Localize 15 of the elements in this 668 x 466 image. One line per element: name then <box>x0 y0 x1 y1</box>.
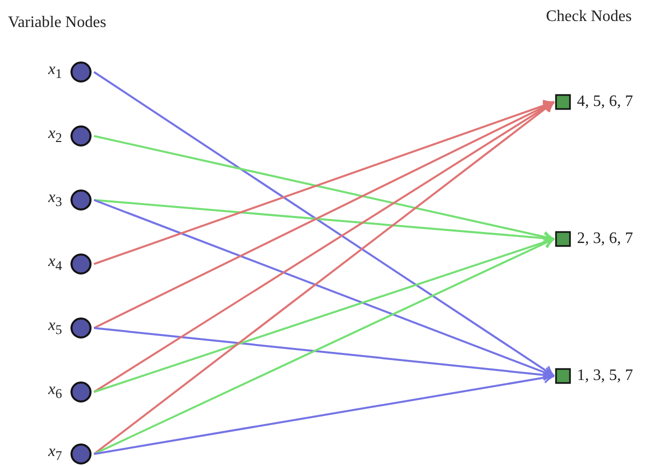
check-node <box>555 229 633 249</box>
variable-label: x$_{4}$ <box>48 253 62 275</box>
check-label: 2, 3, 6, 7 <box>577 230 633 248</box>
variable-label: x$_{1}$ <box>48 61 62 83</box>
check-label: 1, 3, 5, 7 <box>577 367 633 385</box>
variable-label: x$_{7}$ <box>48 443 62 465</box>
variable-label: x$_{3}$ <box>48 189 62 211</box>
check-node <box>555 92 633 112</box>
variable-label: x$_{5}$ <box>48 317 62 339</box>
heading: Variable Nodes <box>8 14 106 32</box>
check-label: 4, 5, 6, 7 <box>577 93 633 111</box>
check-node <box>555 366 633 386</box>
variable-label: x$_{6}$ <box>48 381 62 403</box>
variable-label: x$_{2}$ <box>48 125 62 147</box>
heading: Check Nodes <box>546 8 632 26</box>
